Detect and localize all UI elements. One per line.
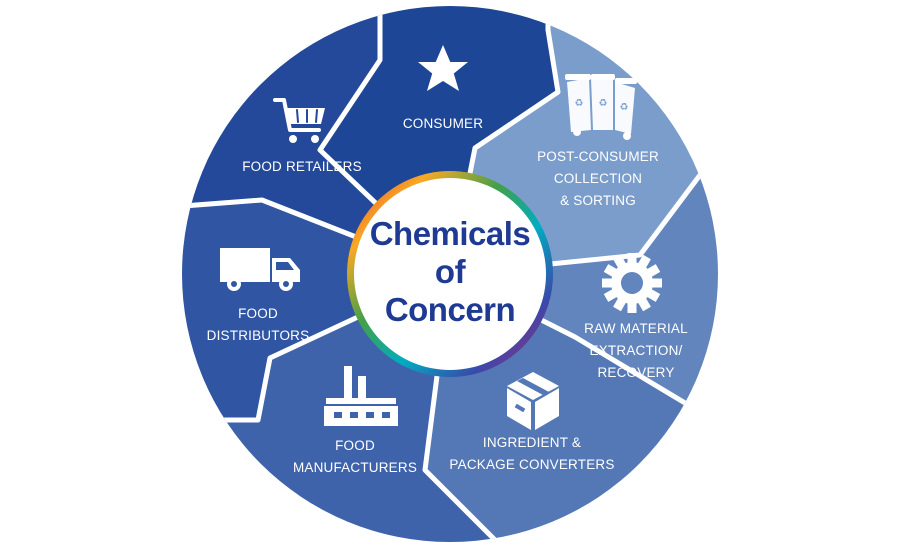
box-icon [507, 372, 559, 430]
label-food-distributors-line-1: FOOD [238, 306, 278, 321]
label-raw-material: RAW MATERIAL EXTRACTION/ RECOVERY [584, 321, 688, 380]
segment-food-distributors[interactable] [0, 200, 450, 420]
center-circle [354, 178, 546, 370]
label-post-consumer: POST-CONSUMER COLLECTION & SORTING [537, 149, 659, 208]
svg-text:♻: ♻ [620, 102, 629, 113]
gear-icon [602, 253, 662, 313]
center-title-line-1: Chemicals [370, 215, 531, 252]
truck-icon [220, 248, 300, 291]
label-consumer: CONSUMER [403, 116, 483, 131]
label-ingredient-line-2: PACKAGE CONVERTERS [449, 457, 614, 472]
svg-text:♻: ♻ [575, 98, 584, 109]
label-food-manufacturers-line-2: MANUFACTURERS [293, 460, 417, 475]
label-food-manufacturers: FOOD MANUFACTURERS [293, 438, 417, 475]
recycling-bins-icon: ♻ ♻ ♻ [565, 74, 637, 140]
svg-text:♻: ♻ [599, 98, 608, 109]
center-hub: Chemicals of Concern [347, 171, 553, 377]
label-raw-material-line-1: RAW MATERIAL [584, 321, 688, 336]
label-post-consumer-line-3: & SORTING [560, 193, 636, 208]
star-icon [418, 45, 468, 91]
center-title-line-3: Concern [385, 291, 515, 328]
segment-raw-material[interactable] [450, 170, 900, 430]
label-ingredient-line-1: INGREDIENT & [483, 435, 581, 450]
label-post-consumer-line-2: COLLECTION [554, 171, 642, 186]
label-food-distributors: FOOD DISTRIBUTORS [207, 306, 310, 343]
label-post-consumer-line-1: POST-CONSUMER [537, 149, 659, 164]
label-raw-material-line-2: EXTRACTION/ [590, 343, 683, 358]
center-title-line-2: of [435, 253, 467, 290]
segment-food-retailers[interactable] [0, 0, 450, 274]
label-raw-material-line-3: RECOVERY [597, 365, 674, 380]
label-food-retailers-line-1: FOOD RETAILERS [242, 159, 362, 174]
label-food-retailers: FOOD RETAILERS [242, 159, 362, 174]
factory-icon [324, 366, 398, 426]
label-food-manufacturers-line-1: FOOD [335, 438, 375, 453]
segment-post-consumer[interactable] [450, 0, 900, 274]
label-ingredient: INGREDIENT & PACKAGE CONVERTERS [449, 435, 614, 472]
segment-ingredient[interactable] [425, 274, 900, 550]
label-food-distributors-line-2: DISTRIBUTORS [207, 328, 310, 343]
label-consumer-line-1: CONSUMER [403, 116, 483, 131]
shopping-cart-icon [273, 98, 325, 143]
